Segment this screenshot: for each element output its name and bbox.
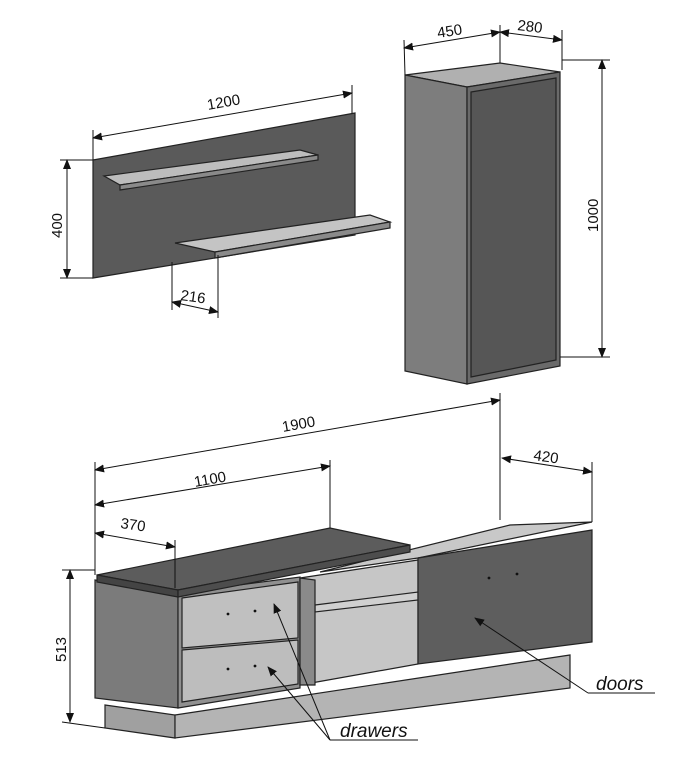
svg-text:1100: 1100 (193, 469, 228, 491)
doors-callout: doors (474, 617, 655, 695)
svg-text:280: 280 (517, 17, 544, 37)
tall-cabinet (404, 62, 561, 385)
svg-text:513: 513 (53, 637, 70, 662)
wall-shelf-panel (92, 112, 393, 279)
dimension-1200: 1200 (92, 85, 353, 160)
dimension-216: 216 (171, 255, 219, 318)
dimension-420: 420 (501, 447, 593, 522)
dimension-280: 280 (499, 17, 563, 70)
svg-text:1900: 1900 (281, 413, 317, 436)
svg-text:450: 450 (436, 21, 463, 42)
svg-text:drawers: drawers (340, 721, 408, 742)
svg-text:370: 370 (119, 515, 146, 535)
dimension-1100: 1100 (94, 460, 331, 528)
drawers-callout: drawers (267, 603, 418, 742)
dimension-370: 370 (94, 515, 176, 588)
svg-text:400: 400 (49, 213, 66, 238)
tv-unit (94, 521, 593, 739)
svg-text:420: 420 (532, 447, 559, 467)
svg-text:1000: 1000 (585, 199, 602, 232)
dimension-1000: 1000 (560, 59, 610, 358)
svg-text:doors: doors (596, 674, 644, 695)
dimension-400: 400 (49, 159, 93, 279)
svg-text:1200: 1200 (206, 91, 242, 114)
dimension-513: 513 (53, 569, 106, 729)
svg-text:216: 216 (179, 287, 206, 307)
